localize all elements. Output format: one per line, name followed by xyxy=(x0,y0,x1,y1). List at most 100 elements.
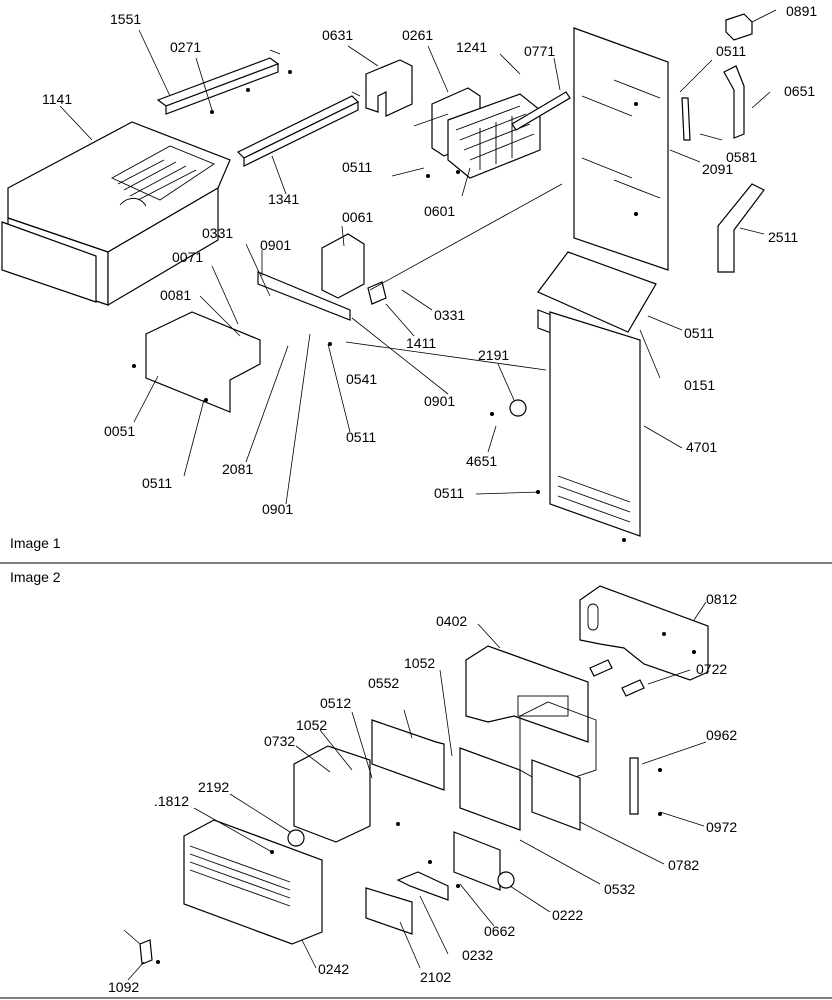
assembly-line xyxy=(269,49,563,291)
callout-2192: 2192 xyxy=(198,779,229,795)
callout-1092: 1092 xyxy=(108,979,139,995)
panel-2-leaders xyxy=(123,601,707,981)
part-strip-lower xyxy=(717,183,765,273)
callout-1411: 1411 xyxy=(406,335,436,351)
callout-0891: 0891 xyxy=(786,3,817,19)
callout-0151: 0151 xyxy=(684,377,715,393)
callout-0631: 0631 xyxy=(322,27,353,43)
part-back-panel xyxy=(573,27,669,271)
callout-4701: 4701 xyxy=(686,439,717,455)
callout-0511: 0511 xyxy=(684,325,714,341)
callout-0511: 0511 xyxy=(142,475,172,491)
callout-1141: 1141 xyxy=(42,91,72,107)
callout-2091: 2091 xyxy=(702,161,733,177)
callout-0331: 0331 xyxy=(434,307,465,323)
part-ice-maker xyxy=(431,87,541,179)
part-box-0532 xyxy=(459,747,521,831)
callout-2102: 2102 xyxy=(420,969,451,985)
callout-2191: 2191 xyxy=(478,347,509,363)
callout-2081: 2081 xyxy=(222,461,253,477)
callout-0901: 0901 xyxy=(424,393,455,409)
part-bracket-0581 xyxy=(681,97,691,141)
part-clip-1092 xyxy=(139,939,153,965)
part-bezel-0782 xyxy=(531,759,581,831)
callout-0222: 0222 xyxy=(552,907,583,923)
callout-0071: 0071 xyxy=(172,249,203,265)
callout-0662: 0662 xyxy=(484,923,515,939)
callout-0972: 0972 xyxy=(706,819,737,835)
callout-2511: 2511 xyxy=(768,229,798,245)
callout-0901: 0901 xyxy=(260,237,291,253)
callout-0081: 0081 xyxy=(160,287,191,303)
callout-0601: 0601 xyxy=(424,203,455,219)
callout-0331: 0331 xyxy=(202,225,233,241)
panel-2-drawing xyxy=(139,585,709,965)
part-housing-0402 xyxy=(465,645,589,743)
part-chute-0732 xyxy=(293,745,371,843)
part-rail-upper xyxy=(156,57,280,115)
panel-1-screws xyxy=(132,70,638,542)
part-cover-bracket xyxy=(365,59,413,117)
callout-0541: 0541 xyxy=(346,371,377,387)
panel-2-screws xyxy=(156,632,696,964)
callout-0051: 0051 xyxy=(104,423,135,439)
panel-1-caption: Image 1 xyxy=(10,535,61,551)
part-block-0891 xyxy=(725,13,753,41)
callout-0402: 0402 xyxy=(436,613,467,629)
callout-1341: 1341 xyxy=(268,191,299,207)
callout-0532: 0532 xyxy=(604,881,635,897)
callout-0511: 0511 xyxy=(346,429,376,445)
callout-0901: 0901 xyxy=(262,501,293,517)
callout-0261: 0261 xyxy=(402,27,433,43)
part-bar-0962 xyxy=(629,757,639,815)
callout-0812: 0812 xyxy=(706,591,737,607)
callout-0552: 0552 xyxy=(368,675,399,691)
part-pins-0722 xyxy=(589,659,645,697)
callout-0232: 0232 xyxy=(462,947,493,963)
callout-0511: 0511 xyxy=(716,43,746,59)
part-lever-0662 xyxy=(396,871,449,901)
callout-0732: 0732 xyxy=(264,733,295,749)
callout-0511: 0511 xyxy=(342,159,372,175)
callout-1052: 1052 xyxy=(296,717,327,733)
part-front-0242 xyxy=(183,819,323,945)
panel-2-callouts: 0812 0402 1052 0722 0552 0512 1052 0732 … xyxy=(108,591,737,995)
callout-4651: 4651 xyxy=(466,453,497,469)
part-housing-0051 xyxy=(145,311,261,413)
callout-0512: 0512 xyxy=(320,695,351,711)
callout-0651: 0651 xyxy=(784,83,815,99)
part-ring-2192 xyxy=(287,829,305,847)
panel-1-callouts: 0891 1551 0271 0631 0261 1241 0771 0511 … xyxy=(42,3,817,517)
callout-0722: 0722 xyxy=(696,661,727,677)
part-actuator-0222 xyxy=(453,831,515,891)
callout-0061: 0061 xyxy=(342,209,373,225)
panel-1-leaders xyxy=(59,9,777,505)
part-ice-bucket xyxy=(1,121,231,307)
part-rail-lower xyxy=(236,95,360,167)
panel-1-drawing xyxy=(1,13,765,537)
part-fill-arm xyxy=(511,91,571,131)
callout-0962: 0962 xyxy=(706,727,737,743)
part-auger-2191 xyxy=(509,399,527,417)
callout-0511: 0511 xyxy=(434,485,464,501)
callout-1241: 1241 xyxy=(456,39,487,55)
part-frame-0552 xyxy=(371,719,445,791)
panel-2-caption: Image 2 xyxy=(10,569,61,585)
callout-0242: 0242 xyxy=(318,961,349,977)
part-shroud xyxy=(537,251,657,333)
part-strip-upper xyxy=(723,65,745,139)
callout-0782: 0782 xyxy=(668,857,699,873)
part-lower-panel xyxy=(549,311,641,537)
part-bracket-0812 xyxy=(579,585,709,681)
part-bushing-1411 xyxy=(367,281,387,305)
callout-1052: 1052 xyxy=(404,655,435,671)
part-mount-plate xyxy=(257,271,351,321)
part-motor xyxy=(321,233,365,299)
callout-0581: 0581 xyxy=(726,149,757,165)
callout-0271: 0271 xyxy=(170,39,201,55)
callout-1812: .1812 xyxy=(154,793,189,809)
part-plate-2102 xyxy=(365,887,413,935)
callout-1551: 1551 xyxy=(110,11,141,27)
callout-0771: 0771 xyxy=(524,43,555,59)
